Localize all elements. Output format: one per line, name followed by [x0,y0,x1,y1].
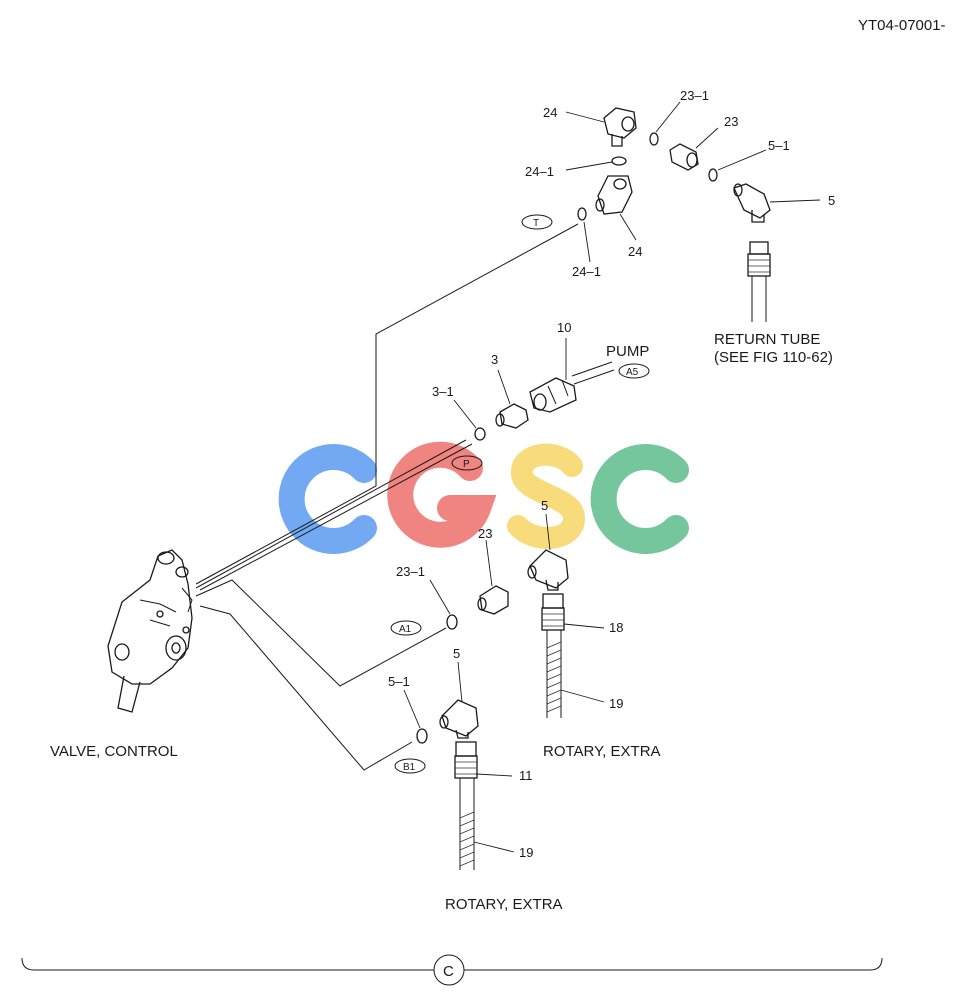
watermark-letter-s [507,443,586,549]
port-tag-a1: A1 [390,620,422,636]
part-5-1-oring-low [416,728,428,744]
callout-3-1: 3–1 [432,384,454,399]
rotary-right-caption: ROTARY, EXTRA [543,743,661,760]
callout-10: 10 [557,320,571,335]
part-23-top-adapter [669,143,699,171]
return-tube [747,241,771,322]
callout-23-top: 23 [724,114,738,129]
pump-caption: PUMP [606,343,649,360]
port-tag-b1-label: B1 [403,762,416,773]
callout-24-1-b: 24–1 [572,264,601,279]
watermark-letter-g [387,441,497,548]
control-valve [107,549,193,713]
top-leaders [565,101,821,263]
part-3-1-oring [474,427,486,441]
cgsc-watermark [278,441,689,554]
part-5-mid-elbow [527,549,569,591]
part-23-1-oring-mid [446,614,458,630]
mid-leaders [429,539,493,615]
callout-23-1-mid: 23–1 [396,564,425,579]
callout-3: 3 [491,352,498,367]
callout-5-1-top: 5–1 [768,138,790,153]
part-10-fitting [529,377,577,413]
callout-5-low: 5 [453,646,460,661]
pump-leaders [453,338,567,429]
callout-18: 18 [609,620,623,635]
port-tag-p-label: P [463,459,470,470]
port-tag-b1: B1 [394,758,426,774]
rotary-bottom-caption: ROTARY, EXTRA [445,896,563,913]
watermark-letter-c2 [590,444,689,554]
lower-leaders [403,661,515,853]
callout-24-1-a: 24–1 [525,164,554,179]
watermark-letter-c1 [278,444,377,554]
doc-code: YT04-07001- [858,17,946,34]
part-5-top-elbow [733,183,771,223]
callout-24-top: 24 [543,105,557,120]
callout-23-1-top: 23–1 [680,88,709,103]
callout-5-top: 5 [828,193,835,208]
pump-line [571,361,615,385]
part-5-1-oring-top [708,168,718,182]
port-tag-p: P [451,455,483,471]
port-tag-a5: A5 [618,363,650,379]
right-hose-leaders [545,513,605,703]
port-tag-t: T [521,214,553,230]
port-tag-t-label: T [533,218,539,229]
callout-19-bottom: 19 [519,845,533,860]
connector-lines [195,223,579,771]
part-24-1-oring-top [611,156,627,166]
callout-23-mid: 23 [478,526,492,541]
callout-24-mid: 24 [628,244,642,259]
part-24-mid-elbow [595,175,633,215]
valve-caption: VALVE, CONTROL [50,743,178,760]
part-24-1-oring-mid [577,207,587,221]
return-tube-caption-1: RETURN TUBE [714,331,820,348]
part-23-1-oring [649,132,659,146]
hose-18-19-right [541,593,565,718]
hose-11-19-bottom [454,741,478,870]
return-tube-caption-2: (SEE FIG 110-62) [714,349,833,366]
port-tag-a5-label: A5 [626,367,639,378]
callout-5-1-low: 5–1 [388,674,410,689]
callout-19-right: 19 [609,696,623,711]
part-23-mid-adapter [477,585,509,615]
callout-5-mid: 5 [541,498,548,513]
part-5-low-elbow [439,699,479,739]
port-tag-a1-label: A1 [399,624,412,635]
callout-11: 11 [519,768,533,783]
part-24-top-elbow [603,107,637,147]
section-bracket [21,954,883,986]
part-3-adapter [495,403,529,429]
section-mark: C [443,963,454,980]
